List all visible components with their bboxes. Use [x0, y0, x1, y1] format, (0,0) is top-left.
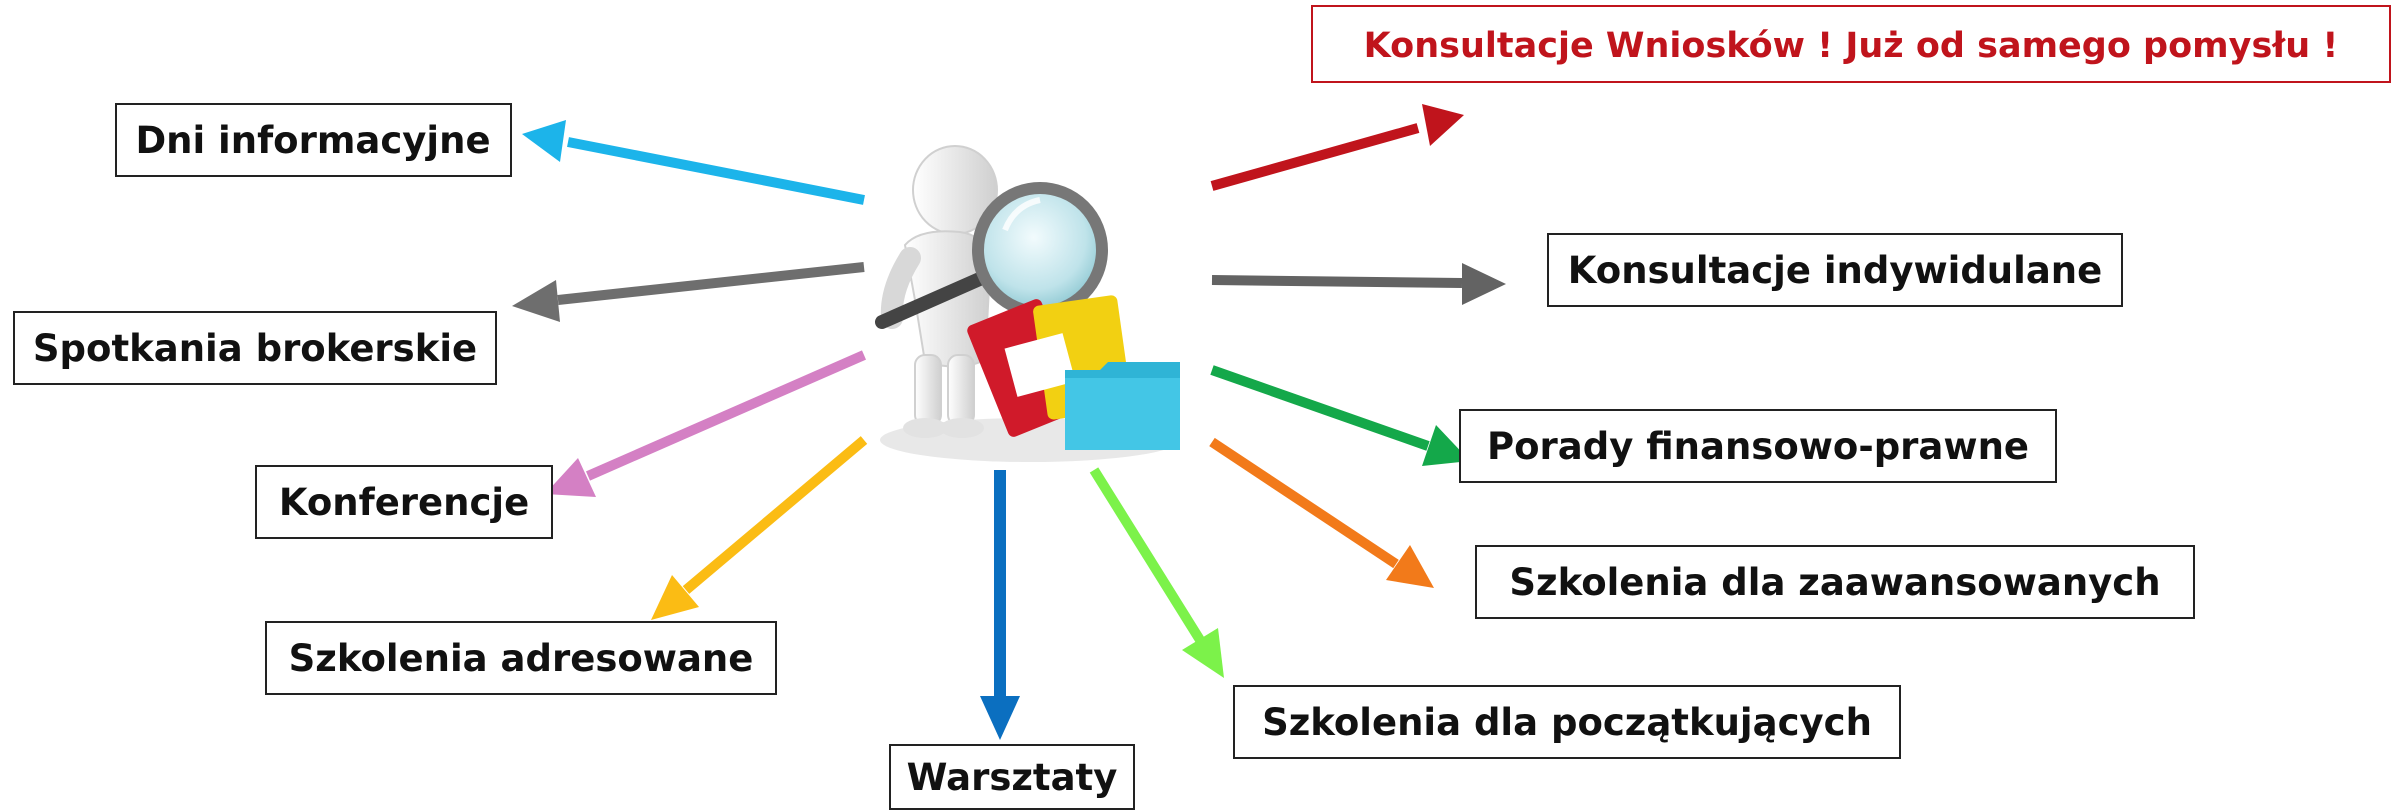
arrow-konsultacje-wnioskow: [1210, 104, 1464, 191]
node-spotkania-brokerskie: Spotkania brokerskie: [13, 311, 497, 385]
arrow-konferencje: [545, 350, 867, 497]
node-konsultacje-indywidualne: Konsultacje indywidulane: [1547, 233, 2123, 307]
label-warsztaty: Warsztaty: [907, 756, 1118, 799]
node-szkolenia-zaawansowani: Szkolenia dla zaawansowanych: [1475, 545, 2195, 619]
node-dni-informacyjne: Dni informacyjne: [115, 103, 512, 177]
label-szkolenia-poczatkujacy: Szkolenia dla początkujących: [1262, 701, 1872, 744]
node-warsztaty: Warsztaty: [889, 744, 1135, 810]
label-dni-informacyjne: Dni informacyjne: [135, 119, 490, 162]
node-konferencje: Konferencje: [255, 465, 553, 539]
label-spotkania-brokerskie: Spotkania brokerskie: [33, 327, 477, 370]
node-szkolenia-adresowane: Szkolenia adresowane: [265, 621, 777, 695]
label-konferencje: Konferencje: [279, 481, 529, 524]
arrow-warsztaty: [980, 470, 1020, 740]
label-konsultacje-indywidualne: Konsultacje indywidulane: [1568, 249, 2102, 292]
figure-with-magnifier-illustration: [875, 145, 1180, 462]
node-szkolenia-poczatkujacy: Szkolenia dla początkujących: [1233, 685, 1901, 759]
arrow-szkolenia-zaawansowani: [1209, 437, 1434, 588]
arrow-konsultacje-indywidualne: [1211, 263, 1506, 305]
node-porady-finansowo-prawne: Porady finansowo-prawne: [1459, 409, 2057, 483]
arrow-porady-finansowo-prawne: [1210, 365, 1470, 466]
label-szkolenia-adresowane: Szkolenia adresowane: [289, 637, 754, 680]
label-konsultacje-wnioskow: Konsultacje Wniosków ! Już od samego pom…: [1364, 26, 2339, 66]
label-szkolenia-zaawansowani: Szkolenia dla zaawansowanych: [1509, 561, 2160, 604]
arrow-szkolenia-adresowane: [651, 436, 868, 620]
label-porady-finansowo-prawne: Porady finansowo-prawne: [1487, 425, 2029, 468]
node-konsultacje-wnioskow: Konsultacje Wniosków ! Już od samego pom…: [1311, 5, 2391, 83]
arrow-dni-informacyjne: [522, 120, 865, 205]
arrow-szkolenia-poczatkujacy: [1089, 467, 1224, 678]
arrow-spotkania-brokerskie: [512, 262, 865, 322]
